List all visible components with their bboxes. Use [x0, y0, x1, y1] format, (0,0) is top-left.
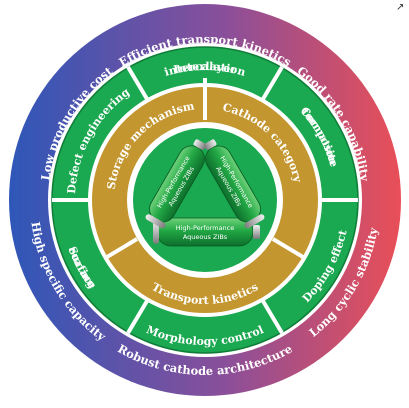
green-label-interlayer-1: Interlayer — [172, 60, 237, 77]
gold-separators — [105, 78, 305, 259]
battery-bottom-line1: High-Performance — [176, 224, 234, 232]
battery-bottom-line2: Aqueous ZIBs — [183, 233, 228, 241]
external-link-icon[interactable]: ↗ — [396, 2, 405, 13]
battery-bottom: High-Performance Aqueous ZIBs — [153, 217, 260, 247]
battery-left: High-Performance Aqueous ZIBs — [145, 139, 206, 229]
green-separators — [52, 65, 358, 335]
green-label-interlayer-2: intercalation — [163, 60, 247, 79]
